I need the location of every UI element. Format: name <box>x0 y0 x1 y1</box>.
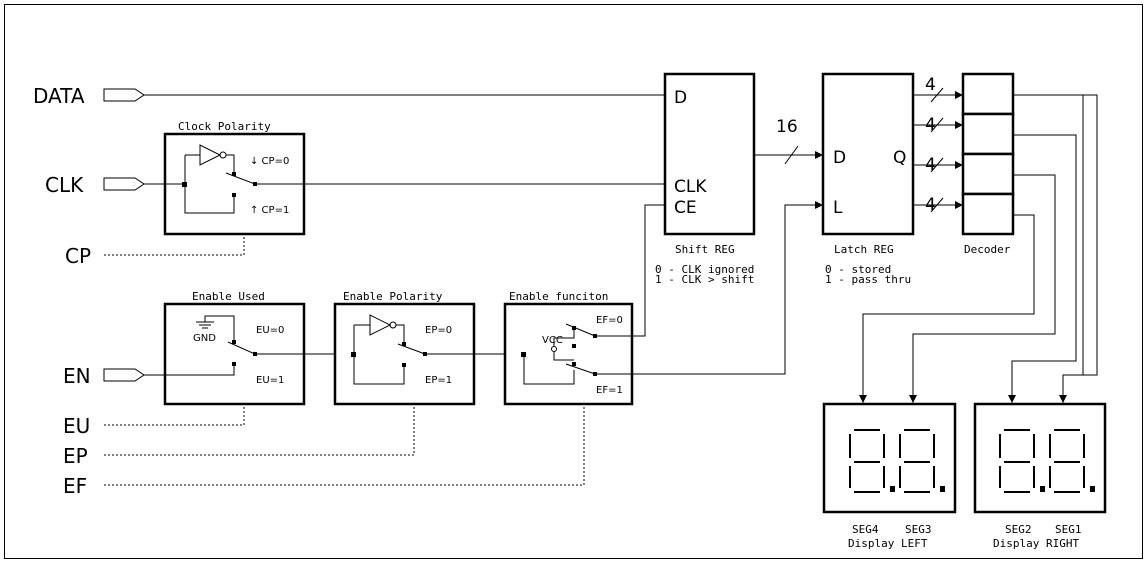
input-data: DATA <box>33 84 145 108</box>
input-cp-label: CP <box>65 244 91 268</box>
latch-reg-note2: 1 - pass thru <box>825 273 911 286</box>
ep1-label: EP=1 <box>425 375 452 386</box>
enable-function-title: Enable funciton <box>509 290 608 303</box>
ef1-label: EF=1 <box>596 385 623 396</box>
input-clk: CLK <box>45 173 145 197</box>
ground-icon <box>196 315 235 340</box>
input-data-connector <box>103 88 145 102</box>
input-eu-label: EU <box>63 414 90 438</box>
shift-pin-d: D <box>674 88 687 108</box>
seg1-wire <box>1013 94 1084 375</box>
eu-switch-icon <box>227 341 256 355</box>
input-en-connector <box>103 368 145 382</box>
bus-4-label-2: 4 <box>925 115 936 135</box>
input-ep-label: EP <box>63 444 88 468</box>
gnd-label: GND <box>193 333 216 344</box>
shift-reg-note2: 1 - CLK > shift <box>655 273 754 286</box>
bus-4-label-4: 4 <box>925 195 936 215</box>
clock-polarity-block: Clock Polarity ↓ CP=0 ↑ CP=1 <box>163 120 306 236</box>
seg2-path <box>1011 134 1077 403</box>
enable-function-block: Enable funciton VCC EF=0 EF=1 <box>503 290 634 406</box>
shift-pin-ce: CE <box>674 198 697 218</box>
vcc-label: VCC <box>542 335 563 346</box>
display-left-seg3: SEG3 <box>905 523 932 536</box>
bus-4-label-1: 4 <box>925 75 936 95</box>
bus-4-group: 4 4 4 4 <box>913 75 963 215</box>
seven-seg-digit-icon <box>999 429 1045 493</box>
enable-function-box <box>503 302 634 406</box>
bus-4-label-3: 4 <box>925 155 936 175</box>
display-left: SEG4 SEG3 Display LEFT <box>822 402 957 550</box>
enable-used-title: Enable Used <box>192 290 265 303</box>
input-clk-connector <box>103 177 145 191</box>
display-right-seg2: SEG2 <box>1005 523 1032 536</box>
decoder-block: Decoder <box>961 72 1015 256</box>
outer-border <box>4 4 1143 559</box>
latch-reg-name: Latch REG <box>834 243 894 256</box>
latch-pin-q: Q <box>893 148 906 168</box>
input-clk-label: CLK <box>45 173 84 197</box>
ep-switch-icon <box>397 343 426 355</box>
seg4-path <box>862 214 1035 403</box>
bus-16-label: 16 <box>776 117 798 137</box>
cp1-label: ↑ CP=1 <box>250 205 289 216</box>
shift-reg-name: Shift REG <box>675 243 735 256</box>
display-right: SEG2 SEG1 Display RIGHT <box>973 402 1107 550</box>
seven-seg-digit-icon <box>849 429 895 493</box>
shift-pin-clk: CLK <box>674 177 707 197</box>
latch-enable-wire <box>595 204 823 375</box>
seg1-path <box>1013 94 1098 403</box>
ef0-label: EF=0 <box>596 315 623 326</box>
ef1-switch-icon <box>565 363 596 375</box>
ef0-switch-icon <box>565 323 596 337</box>
latch-reg-block: D Q L Latch REG 0 - stored 1 - pass thru <box>821 72 915 286</box>
clock-polarity-title: Clock Polarity <box>178 120 271 133</box>
ce-wire <box>595 204 665 337</box>
seven-seg-digit-icon <box>899 429 945 493</box>
display-right-caption: Display RIGHT <box>993 537 1079 550</box>
input-en: EN <box>63 364 145 388</box>
display-left-seg4: SEG4 <box>852 523 879 536</box>
ep0-label: EP=0 <box>425 325 452 336</box>
latch-pin-l: L <box>833 198 843 218</box>
shift-reg-block: D CLK CE Shift REG 0 - CLK ignored 1 - C… <box>655 72 756 286</box>
seven-seg-digit-icon <box>1049 429 1095 493</box>
shift-reg-note1: 0 - CLK ignored <box>655 263 754 276</box>
input-ef-label: EF <box>63 474 87 498</box>
vcc-icon <box>551 346 557 352</box>
display-left-caption: Display LEFT <box>848 537 928 550</box>
enable-used-block: Enable Used GND EU=0 EU=1 <box>144 290 306 406</box>
display-right-seg1: SEG1 <box>1055 523 1082 536</box>
latch-pin-d: D <box>833 148 846 168</box>
cp0-label: ↓ CP=0 <box>250 156 289 167</box>
decoder-name: Decoder <box>964 243 1011 256</box>
input-data-label: DATA <box>33 84 85 108</box>
latch-reg-box <box>821 72 915 236</box>
eu0-label: EU=0 <box>256 325 284 336</box>
clk-switch-icon <box>225 172 256 185</box>
shift-reg-box <box>663 72 756 236</box>
enable-polarity-title: Enable Polarity <box>343 290 443 303</box>
input-en-label: EN <box>63 364 91 388</box>
display-right-box <box>973 402 1107 514</box>
latch-reg-note1: 0 - stored <box>825 263 891 276</box>
display-left-box <box>822 402 957 514</box>
enable-polarity-block: Enable Polarity EP=0 EP=1 <box>333 290 476 406</box>
seg3-path <box>912 174 1056 403</box>
eu1-label: EU=1 <box>256 375 284 386</box>
